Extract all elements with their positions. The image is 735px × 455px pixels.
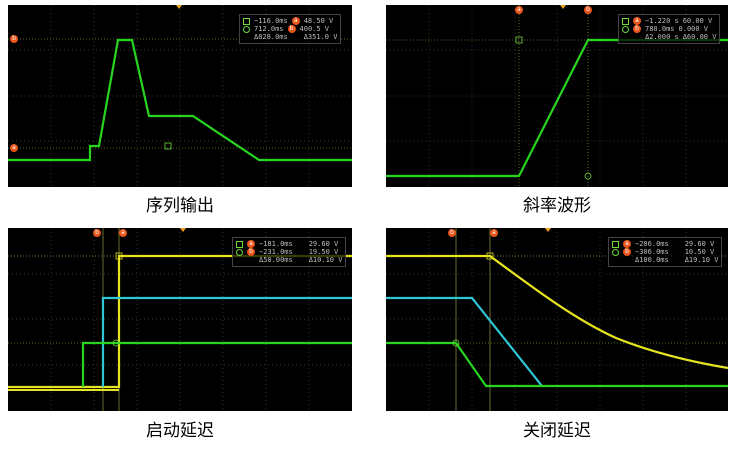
grid: [386, 5, 728, 187]
marker-b-icon: b: [287, 25, 296, 33]
cursor-marker-b-icon: b: [448, 229, 456, 237]
marker-b-icon: b: [247, 248, 255, 256]
trace-green: [386, 38, 728, 178]
cursor-handle: [486, 252, 494, 260]
circle-icon: [622, 25, 629, 33]
cursor-marker-a-icon: a: [490, 229, 498, 237]
marker-a-icon: a: [623, 240, 631, 248]
cursor-handle-circle: [584, 172, 592, 180]
trace-green: [8, 38, 352, 162]
panel-caption: 序列输出: [146, 196, 214, 216]
trigger-marker-icon: [545, 228, 551, 232]
trace-yellow: [8, 254, 352, 389]
square-icon: [622, 17, 629, 25]
cursor-marker-a-icon: a: [119, 229, 127, 237]
waveform-svg: [8, 228, 352, 411]
trace-cyan: [386, 296, 543, 387]
trace-green: [386, 341, 728, 388]
trigger-marker-icon: [180, 228, 186, 232]
cursor-handle: [115, 252, 123, 260]
cursor-marker-b-icon: b: [584, 6, 592, 14]
trace-yellow: [386, 254, 728, 370]
cursor-marker-b-icon: b: [93, 229, 101, 237]
grid: [8, 5, 352, 187]
marker-a-icon: a: [291, 17, 300, 25]
marker-a-icon: a: [247, 240, 255, 248]
panel-caption: 关闭延迟: [523, 421, 591, 441]
circle-icon: [612, 248, 619, 256]
panel-caption: 斜率波形: [523, 196, 591, 216]
circle-icon: [236, 248, 243, 256]
trace-green: [81, 341, 352, 387]
cursor-marker-b-icon: b: [10, 35, 18, 43]
square-icon: [236, 240, 243, 248]
trigger-marker-icon: [176, 5, 182, 9]
cursor-handle: [515, 36, 523, 44]
cursor-handle-circle: [452, 339, 460, 347]
circle-icon: [243, 25, 250, 33]
panel-caption: 启动延迟: [146, 421, 214, 441]
grid: [386, 228, 728, 411]
cursor-marker-a-icon: a: [515, 6, 523, 14]
waveform-svg: [386, 228, 728, 411]
square-icon: [612, 240, 619, 248]
marker-a-icon: a: [633, 17, 641, 25]
marker-b-icon: b: [623, 248, 631, 256]
waveform-svg: [8, 5, 352, 187]
cursor-handle: [164, 142, 172, 150]
cursor-handle-circle: [112, 339, 120, 347]
grid: [8, 228, 352, 411]
trace-cyan: [101, 296, 352, 387]
marker-b-icon: b: [633, 25, 641, 33]
square-icon: [243, 17, 250, 25]
trigger-marker-icon: [560, 5, 566, 9]
cursor-marker-a-icon: a: [10, 144, 18, 152]
